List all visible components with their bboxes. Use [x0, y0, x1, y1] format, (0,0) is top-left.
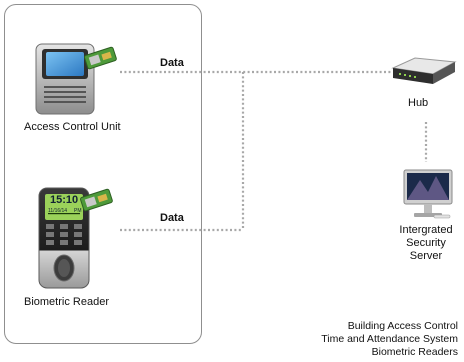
- hub-icon: [391, 57, 457, 84]
- caption-line3: Biometric Readers: [371, 346, 458, 358]
- biometric-screen-time: 15:10: [50, 194, 79, 206]
- server-label-line1: Intergrated: [399, 224, 453, 236]
- bottom-data-label: Data: [160, 212, 184, 224]
- diagram-caption: Building Access Control Time and Attenda…: [321, 320, 458, 359]
- top-data-label: Data: [160, 57, 184, 69]
- access-control-unit-label: Access Control Unit: [24, 121, 121, 133]
- hub-label: Hub: [408, 97, 429, 109]
- access-control-unit-icon: [35, 43, 117, 115]
- biometric-reader-icon: [38, 187, 113, 289]
- biometric-screen-ampm: PM: [74, 208, 82, 214]
- biometric-reader-label: Biometric Reader: [24, 296, 109, 308]
- server-computer-icon: [403, 169, 453, 219]
- server-label-line2: Security: [406, 237, 446, 249]
- caption-line1: Building Access Control: [347, 320, 458, 332]
- server-label-line3: Server: [409, 250, 443, 262]
- caption-line2: Time and Attendance System: [321, 333, 458, 345]
- biometric-screen-date: 11/16/14: [48, 208, 68, 214]
